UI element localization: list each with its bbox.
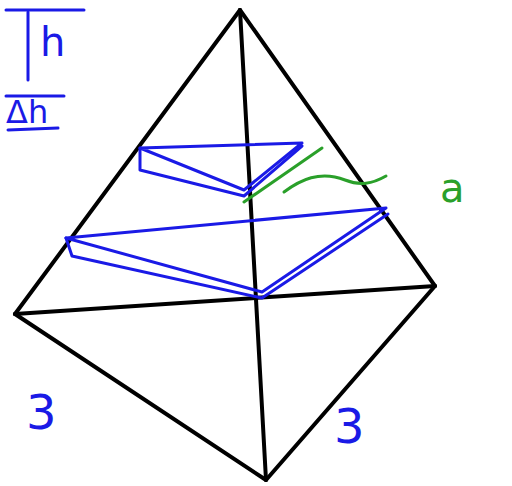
large-slab <box>66 208 386 292</box>
side-marker <box>244 148 322 202</box>
dimension-label: 3 <box>26 388 57 436</box>
leader-line <box>284 176 386 192</box>
edge-line <box>15 314 266 480</box>
height-bracket <box>27 12 30 80</box>
delta-underline <box>8 128 58 130</box>
small-slab-side <box>140 146 302 196</box>
height-bracket <box>6 9 84 12</box>
large-slab-side <box>66 214 388 298</box>
edge-line <box>240 10 266 480</box>
blue-annotations <box>6 10 388 298</box>
edge-line <box>240 10 435 286</box>
dimension-label: 3 <box>334 402 365 450</box>
tetrahedron-edges <box>15 10 435 480</box>
edge-line <box>266 286 435 480</box>
green-annotations <box>244 148 386 202</box>
side-length-label: a <box>440 168 465 208</box>
height-label: h <box>40 22 65 62</box>
slice-thickness-label: Δh <box>6 96 48 128</box>
